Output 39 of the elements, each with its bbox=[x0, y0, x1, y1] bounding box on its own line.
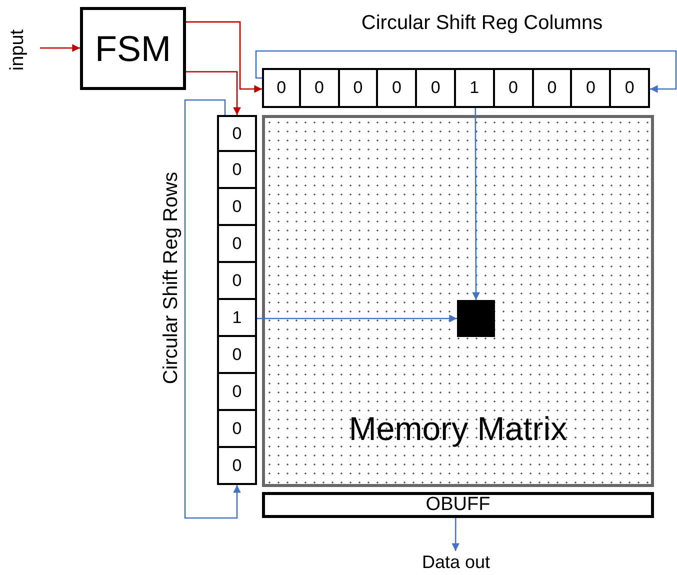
memory-matrix bbox=[262, 115, 654, 487]
fsm-box bbox=[80, 7, 186, 90]
block-label: FSM bbox=[95, 28, 171, 70]
block-label: Memory Matrix bbox=[348, 410, 568, 448]
bit-value: 0 bbox=[232, 382, 242, 402]
connector-arrow bbox=[472, 108, 480, 300]
bit-value: 0 bbox=[232, 124, 242, 144]
connector-arrow bbox=[186, 21, 262, 93]
bit-value: 0 bbox=[508, 78, 518, 98]
connector-arrow bbox=[40, 44, 80, 52]
bit-value: 0 bbox=[232, 418, 242, 438]
bit-value: 0 bbox=[232, 270, 242, 290]
bit-value: 0 bbox=[547, 78, 557, 98]
bit-value: 0 bbox=[392, 78, 402, 98]
bit-value: 0 bbox=[232, 456, 242, 476]
bit-value: 0 bbox=[430, 78, 440, 98]
connector-arrow bbox=[257, 314, 457, 322]
output-buffer bbox=[262, 492, 654, 518]
bit-value: 0 bbox=[232, 160, 242, 180]
connector-arrow bbox=[255, 50, 677, 93]
block-label: OBUFF bbox=[426, 495, 490, 515]
axis-title: Circular Shift Reg Rows bbox=[160, 170, 182, 386]
bit-value: 1 bbox=[470, 78, 480, 98]
bit-value: 0 bbox=[624, 78, 634, 98]
bit-value: 0 bbox=[276, 78, 286, 98]
connector-arrow bbox=[452, 518, 460, 551]
bit-value: 0 bbox=[586, 78, 596, 98]
axis-title: Circular Shift Reg Columns bbox=[360, 11, 604, 36]
input-label: input bbox=[8, 25, 28, 75]
bit-value: 1 bbox=[232, 308, 242, 328]
connector-arrow bbox=[184, 99, 241, 519]
bit-value: 0 bbox=[232, 196, 242, 216]
bit-value: 0 bbox=[232, 234, 242, 254]
memory-cell bbox=[457, 300, 495, 337]
bit-value: 0 bbox=[353, 78, 363, 98]
output-label: Data out bbox=[412, 551, 500, 573]
connector-arrow bbox=[186, 71, 241, 115]
bit-value: 0 bbox=[232, 344, 242, 364]
bit-value: 0 bbox=[314, 78, 324, 98]
